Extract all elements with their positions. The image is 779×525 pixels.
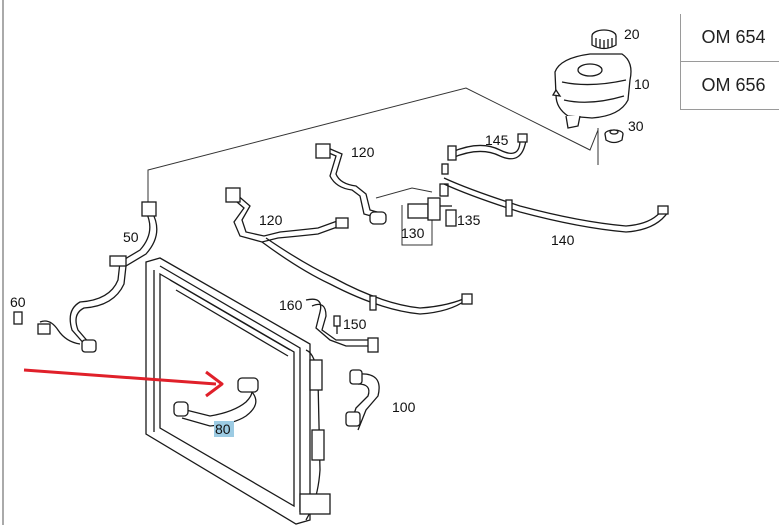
label-145[interactable]: 145	[485, 132, 509, 148]
tank-cap[interactable]	[591, 29, 617, 50]
label-150[interactable]: 150	[343, 316, 367, 332]
label-140[interactable]: 140	[551, 232, 575, 248]
label-20[interactable]: 20	[624, 26, 640, 42]
grommet-part[interactable]	[604, 129, 624, 144]
label-60[interactable]: 60	[10, 294, 26, 310]
expansion-tank[interactable]	[551, 53, 632, 129]
label-160[interactable]: 160	[279, 297, 303, 313]
hose-145[interactable]	[447, 133, 528, 161]
radiator[interactable]	[145, 257, 331, 525]
label-10[interactable]: 10	[634, 76, 650, 92]
label-30[interactable]: 30	[628, 118, 644, 134]
engine-om656[interactable]: OM 656	[681, 62, 779, 110]
hose-120-lower[interactable]	[225, 187, 473, 315]
label-120-upper[interactable]: 120	[351, 144, 375, 160]
label-50[interactable]: 50	[123, 229, 139, 245]
hose-50[interactable]	[39, 201, 158, 353]
engine-table: OM 654 OM 656	[680, 14, 779, 110]
part-60[interactable]	[13, 311, 51, 335]
hose-160[interactable]	[305, 298, 379, 353]
hose-120-upper[interactable]	[315, 143, 387, 225]
leader-lines	[147, 87, 599, 246]
highlight-80	[214, 421, 234, 437]
engine-om654[interactable]: OM 654	[681, 14, 779, 62]
valve-assembly[interactable]	[407, 163, 457, 227]
pipe-140[interactable]	[443, 177, 669, 233]
bolt-150[interactable]	[333, 315, 341, 334]
label-80[interactable]: 80	[215, 421, 231, 437]
label-135[interactable]: 135	[457, 212, 481, 228]
label-130[interactable]: 130	[401, 225, 425, 241]
label-120-lower[interactable]: 120	[259, 212, 283, 228]
red-arrow	[23, 368, 224, 398]
label-100[interactable]: 100	[392, 399, 416, 415]
hose-100[interactable]	[345, 369, 380, 431]
